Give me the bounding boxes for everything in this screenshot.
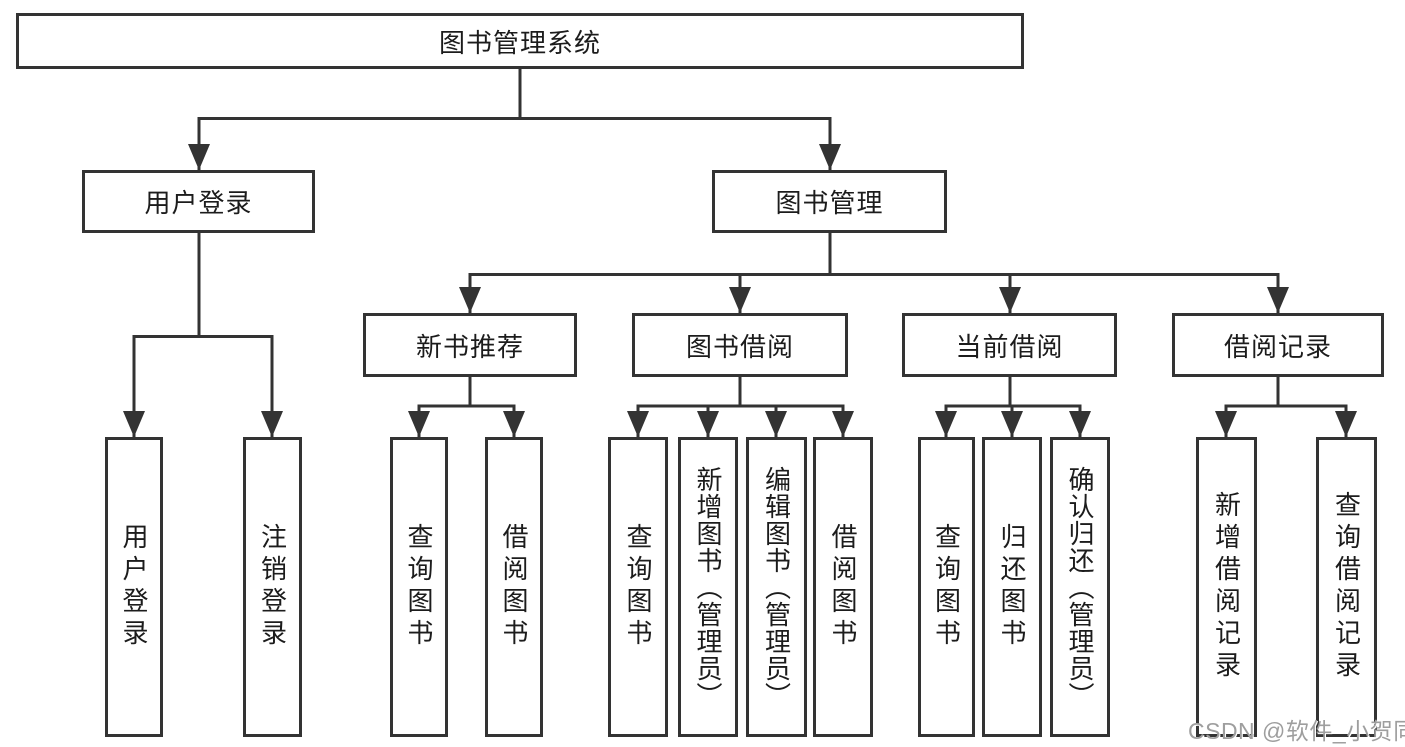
leaf-logout-label: 注销登录 [257,523,288,651]
leaf-edit-books-admin-label: 编辑图书（管理员） [761,465,792,709]
leaf-borrow-query-books-label: 查询图书 [623,523,653,651]
leaf-user-login: 用户登录 [105,437,163,737]
node-current-borrow: 当前借阅 [902,313,1117,377]
leaf-current-query-books: 查询图书 [918,437,975,737]
node-new-book-recommend: 新书推荐 [363,313,577,377]
leaf-return-books: 归还图书 [982,437,1042,737]
node-library-system: 图书管理系统 [16,13,1024,69]
leaf-recommend-borrow-books-label: 借阅图书 [499,523,529,651]
node-book-management: 图书管理 [712,170,947,233]
leaf-borrow-books: 借阅图书 [813,437,873,737]
leaf-logout: 注销登录 [243,437,302,737]
leaf-query-borrow-record-label: 查询借阅记录 [1331,491,1362,683]
leaf-query-borrow-record: 查询借阅记录 [1316,437,1377,737]
leaf-recommend-borrow-books: 借阅图书 [485,437,543,737]
leaf-add-books-admin: 新增图书（管理员） [678,437,738,737]
leaf-edit-books-admin: 编辑图书（管理员） [746,437,807,737]
leaf-add-books-admin-label: 新增图书（管理员） [693,465,723,709]
leaf-return-books-label: 归还图书 [997,523,1027,651]
node-user-login: 用户登录 [82,170,315,233]
node-borrow-records: 借阅记录 [1172,313,1384,377]
leaf-confirm-return-admin: 确认归还（管理员） [1050,437,1110,737]
node-book-borrow: 图书借阅 [632,313,848,377]
leaf-recommend-query-books-label: 查询图书 [404,523,434,651]
watermark: CSDN @软件_小贺同学 [1188,718,1405,744]
leaf-confirm-return-admin-label: 确认归还（管理员） [1065,465,1095,709]
leaf-user-login-label: 用户登录 [119,523,149,651]
leaf-add-borrow-record-label: 新增借阅记录 [1211,491,1242,683]
leaf-current-query-books-label: 查询图书 [931,523,962,651]
leaf-borrow-books-label: 借阅图书 [828,523,858,651]
leaf-borrow-query-books: 查询图书 [608,437,668,737]
leaf-add-borrow-record: 新增借阅记录 [1196,437,1257,737]
leaf-recommend-query-books: 查询图书 [390,437,448,737]
